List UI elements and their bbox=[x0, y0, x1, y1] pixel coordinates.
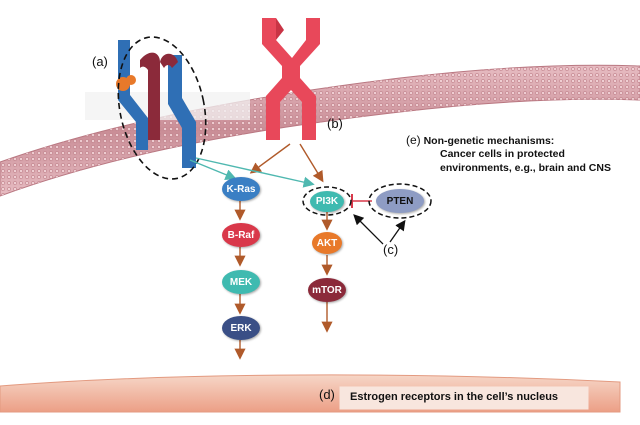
label-e-title: Non-genetic mechanisms: bbox=[423, 135, 555, 147]
node-erk: ERK bbox=[222, 316, 260, 340]
label-b: (b) bbox=[327, 116, 343, 131]
arrow-b-to-pi3k bbox=[299, 143, 324, 183]
arrow-a-to-pi3k bbox=[195, 157, 315, 188]
node-mtor: mTOR bbox=[308, 278, 346, 302]
node-kras: K-Ras bbox=[222, 177, 260, 201]
receptor-a-highlight bbox=[117, 36, 207, 180]
arrow-c-to-pten bbox=[389, 219, 406, 243]
label-e-prefix: (e) bbox=[406, 133, 421, 147]
pten-highlight bbox=[368, 183, 432, 219]
node-pten: PTEN bbox=[376, 189, 424, 213]
label-e-line1: (e) Non-genetic mechanisms: bbox=[406, 134, 554, 148]
node-braf: B-Raf bbox=[222, 223, 260, 247]
arrow-b-to-kras bbox=[249, 143, 291, 174]
label-e-line2: Cancer cells in protected bbox=[440, 148, 565, 160]
label-d: (d) bbox=[319, 387, 335, 402]
blurred-overlay bbox=[85, 92, 250, 120]
pi3k-highlight bbox=[302, 186, 352, 216]
nucleus-label-box bbox=[339, 386, 589, 410]
receptor-b bbox=[262, 18, 320, 140]
label-c: (c) bbox=[383, 242, 399, 257]
node-pi3k: PI3K bbox=[310, 191, 344, 212]
label-a: (a) bbox=[92, 54, 108, 69]
nucleus-label: Estrogen receptors in the cell’s nucleus bbox=[350, 391, 559, 403]
node-mek: MEK bbox=[222, 270, 260, 294]
arrow-c-to-pi3k bbox=[353, 214, 384, 245]
arrow-a-to-kras bbox=[189, 159, 237, 181]
label-e-line3: environments, e.g., brain and CNS bbox=[440, 162, 611, 174]
node-akt: AKT bbox=[312, 232, 342, 254]
receptor-dimer-a bbox=[116, 40, 196, 168]
